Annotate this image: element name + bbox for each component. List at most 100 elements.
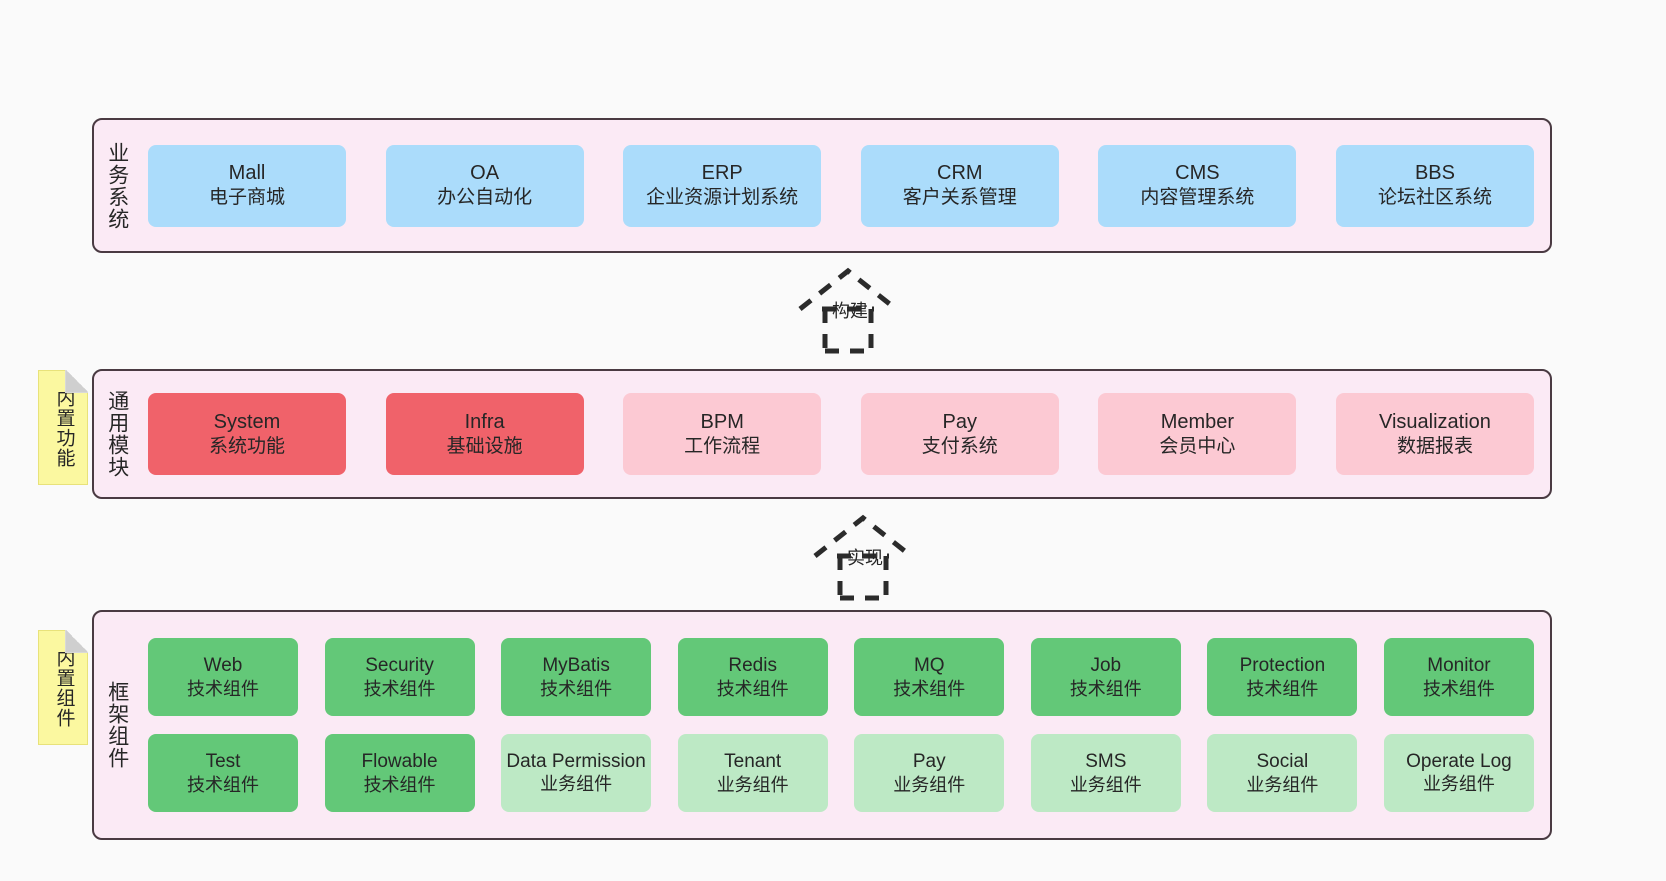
box-title-en: Flowable — [361, 750, 438, 772]
box-title-en: Web — [203, 654, 243, 676]
box-title-en: CRM — [937, 162, 983, 185]
connector-implement-label: 实现 — [847, 548, 883, 568]
box-title-en: ERP — [701, 162, 743, 185]
box-title-cn: 业务组件 — [893, 774, 966, 795]
box-title-en: MyBatis — [542, 654, 610, 676]
box-title-en: BBS — [1414, 162, 1455, 185]
box-title-cn: 电子商城 — [208, 187, 285, 209]
box-title-cn: 技术组件 — [716, 678, 789, 699]
box-title-cn: 技术组件 — [893, 678, 966, 699]
box-title-en: Tenant — [724, 750, 782, 772]
box-title-cn: 业务组件 — [716, 774, 789, 795]
layer-business-title: 业务系统 — [105, 141, 129, 230]
box-title-cn: 业务组件 — [1422, 773, 1495, 794]
connector-build-label: 构建 — [832, 301, 868, 321]
box-title-en: Redis — [728, 654, 777, 676]
note-builtin-components: 内置组件 — [38, 630, 88, 745]
box-title-en: Pay — [942, 410, 978, 433]
box-title-cn: 办公自动化 — [437, 187, 533, 209]
box-title-cn: 基础设施 — [446, 435, 523, 457]
box-title-cn: 数据报表 — [1396, 435, 1473, 457]
box-title-cn: 内容管理系统 — [1140, 187, 1255, 209]
box-title-en: Protection — [1239, 654, 1326, 676]
box-title-cn: 企业资源计划系统 — [646, 187, 799, 209]
connector-implement: 实现 — [813, 510, 915, 601]
box-title-cn: 支付系统 — [921, 435, 998, 457]
box-title-cn: 技术组件 — [1246, 678, 1319, 699]
box-title-cn: 技术组件 — [363, 774, 436, 795]
box-title-cn: 客户关系管理 — [902, 187, 1017, 209]
box-title-cn: 技术组件 — [363, 678, 436, 699]
box-title-en: Data Permission — [506, 750, 646, 772]
note-builtin-features-text: 内置功能 — [53, 387, 75, 468]
box-title-cn: 业务组件 — [1246, 774, 1319, 795]
box-title-en: Job — [1090, 654, 1122, 676]
note-builtin-features: 内置功能 — [38, 370, 88, 485]
box-title-cn: 技术组件 — [187, 774, 259, 795]
box-title-en: Social — [1256, 750, 1309, 772]
connector-build: 构建 — [798, 263, 900, 354]
box-title-cn: 系统功能 — [208, 435, 285, 457]
box-title-cn: 业务组件 — [1069, 774, 1142, 795]
note-builtin-components-text: 内置组件 — [53, 647, 75, 728]
box-title-en: SMS — [1085, 750, 1127, 772]
box-title-en: Operate Log — [1406, 750, 1512, 772]
box-title-en: Member — [1160, 410, 1235, 433]
box-title-en: BPM — [700, 410, 744, 433]
box-title-en: Test — [205, 750, 241, 772]
box-title-en: Visualization — [1379, 410, 1491, 433]
box-title-en: Mall — [228, 162, 266, 185]
box-title-en: Pay — [912, 750, 946, 772]
box-title-en: System — [213, 410, 281, 433]
box-title-cn: 技术组件 — [1069, 678, 1142, 699]
box-title-en: MQ — [913, 654, 945, 676]
box-title-cn: 技术组件 — [540, 678, 613, 699]
box-title-en: Security — [365, 654, 434, 676]
box-title-cn: 技术组件 — [1422, 678, 1495, 699]
box-title-cn: 工作流程 — [684, 435, 761, 457]
layer-framework-title: 框架组件 — [105, 681, 129, 769]
box-title-en: Infra — [464, 410, 505, 433]
box-title-cn: 业务组件 — [540, 773, 613, 794]
box-title-cn: 会员中心 — [1159, 435, 1236, 457]
box-title-en: Monitor — [1427, 654, 1491, 676]
box-title-en: CMS — [1175, 162, 1220, 185]
